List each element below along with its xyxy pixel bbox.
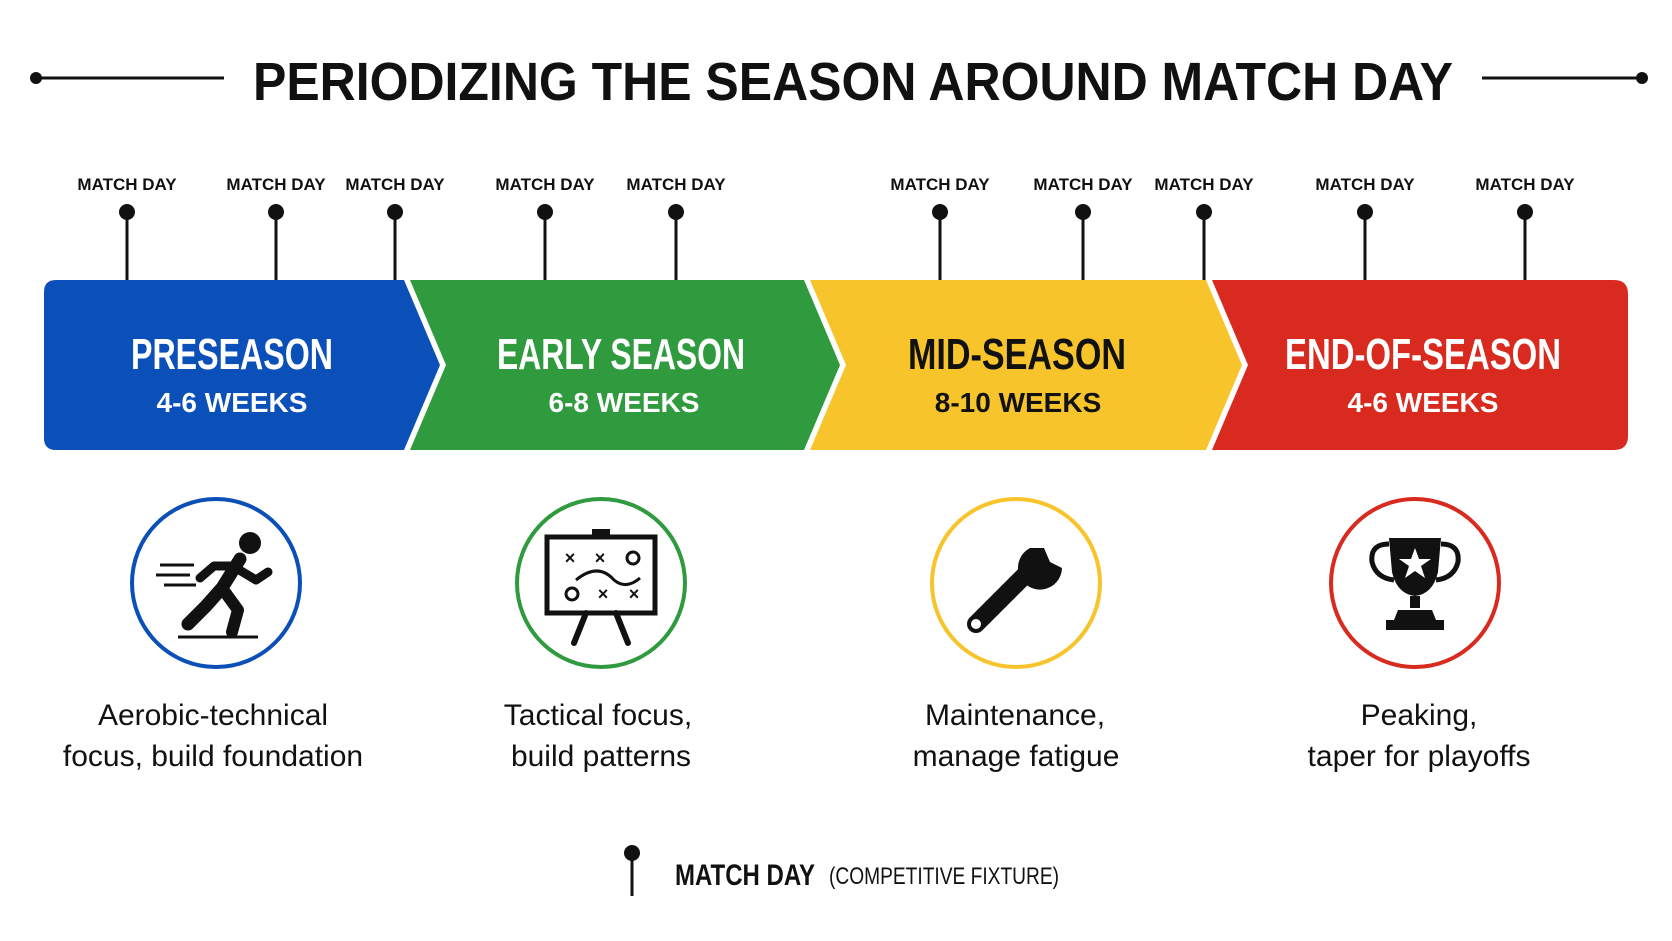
match-day-dot [1357, 204, 1373, 220]
phase-description-line: Tactical focus, [504, 699, 692, 732]
svg-text:×: × [629, 584, 640, 604]
match-day-pin: MATCH DAY [1033, 175, 1133, 280]
phase-band-preseason [44, 280, 440, 450]
match-day-dot [387, 204, 403, 220]
match-day-label: MATCH DAY [1033, 175, 1133, 194]
match-day-dot [1196, 204, 1212, 220]
match-day-pin: MATCH DAY [1475, 175, 1575, 280]
title-group: PERIODIZING THE SEASON AROUND MATCH DAY [30, 52, 1648, 112]
match-day-pin: MATCH DAY [626, 175, 726, 280]
match-day-pins: MATCH DAY MATCH DAY MATCH DAY MATCH DAY … [77, 175, 1575, 280]
title-rule-right-dot [1636, 72, 1648, 84]
phase-description-line: taper for playoffs [1308, 740, 1531, 773]
phase-description-line: Maintenance, [925, 699, 1105, 732]
phase-duration: 4-6 WEEKS [1348, 387, 1499, 418]
title-rule-left-dot [30, 72, 42, 84]
phase-description-line: Aerobic-technical [98, 699, 328, 732]
match-day-label: MATCH DAY [345, 175, 445, 194]
phase-bands: PRESEASON 4-6 WEEKS EARLY SEASON 6-8 WEE… [44, 280, 1628, 450]
phase-description-line: Peaking, [1361, 699, 1478, 732]
trophy-icon [1329, 497, 1501, 669]
phase-band-mid-season [810, 280, 1242, 450]
phase-description-line: focus, build foundation [63, 740, 363, 773]
page-title: PERIODIZING THE SEASON AROUND MATCH DAY [253, 52, 1453, 112]
tactics-board-icon: × × × × [515, 497, 687, 669]
phase-duration: 4-6 WEEKS [157, 387, 308, 418]
match-day-label: MATCH DAY [1475, 175, 1575, 194]
phase-descriptions: Aerobic-technical focus, build foundatio… [63, 699, 1531, 773]
wrench-icon [930, 497, 1102, 669]
legend-label: MATCH DAY [675, 859, 815, 892]
match-day-dot [932, 204, 948, 220]
match-day-dot [537, 204, 553, 220]
match-day-pin: MATCH DAY [495, 175, 595, 280]
match-day-pin-icon [624, 845, 640, 896]
phase-name: PRESEASON [131, 330, 333, 379]
match-day-pin: MATCH DAY [77, 175, 177, 280]
match-day-label: MATCH DAY [495, 175, 595, 194]
match-day-pin: MATCH DAY [345, 175, 445, 280]
phase-name: END-OF-SEASON [1285, 330, 1561, 379]
phase-name: MID-SEASON [908, 330, 1126, 379]
match-day-dot [668, 204, 684, 220]
match-day-label: MATCH DAY [1315, 175, 1415, 194]
phase-icons: × × × × [130, 497, 1501, 669]
match-day-pin: MATCH DAY [1315, 175, 1415, 280]
match-day-label: MATCH DAY [890, 175, 990, 194]
match-day-dot [1075, 204, 1091, 220]
svg-text:×: × [598, 584, 609, 604]
match-day-label: MATCH DAY [226, 175, 326, 194]
match-day-pin: MATCH DAY [890, 175, 990, 280]
sprinter-icon [130, 497, 302, 669]
svg-text:×: × [595, 548, 606, 568]
match-day-dot [1517, 204, 1533, 220]
phase-description-line: manage fatigue [913, 740, 1120, 773]
phase-description-line: build patterns [511, 740, 691, 773]
phase-duration: 6-8 WEEKS [549, 387, 700, 418]
phase-band-early-season [410, 280, 840, 450]
svg-text:×: × [565, 548, 576, 568]
match-day-dot [119, 204, 135, 220]
match-day-label: MATCH DAY [1154, 175, 1254, 194]
legend-note: (COMPETITIVE FIXTURE) [829, 863, 1059, 890]
match-day-pin: MATCH DAY [226, 175, 326, 280]
match-day-pin: MATCH DAY [1154, 175, 1254, 280]
match-day-dot [268, 204, 284, 220]
legend: MATCH DAY (COMPETITIVE FIXTURE) [624, 845, 1059, 896]
phase-duration: 8-10 WEEKS [935, 387, 1102, 418]
phase-name: EARLY SEASON [497, 330, 745, 379]
match-day-label: MATCH DAY [626, 175, 726, 194]
match-day-label: MATCH DAY [77, 175, 177, 194]
phase-band-end-of-season [1212, 280, 1628, 450]
